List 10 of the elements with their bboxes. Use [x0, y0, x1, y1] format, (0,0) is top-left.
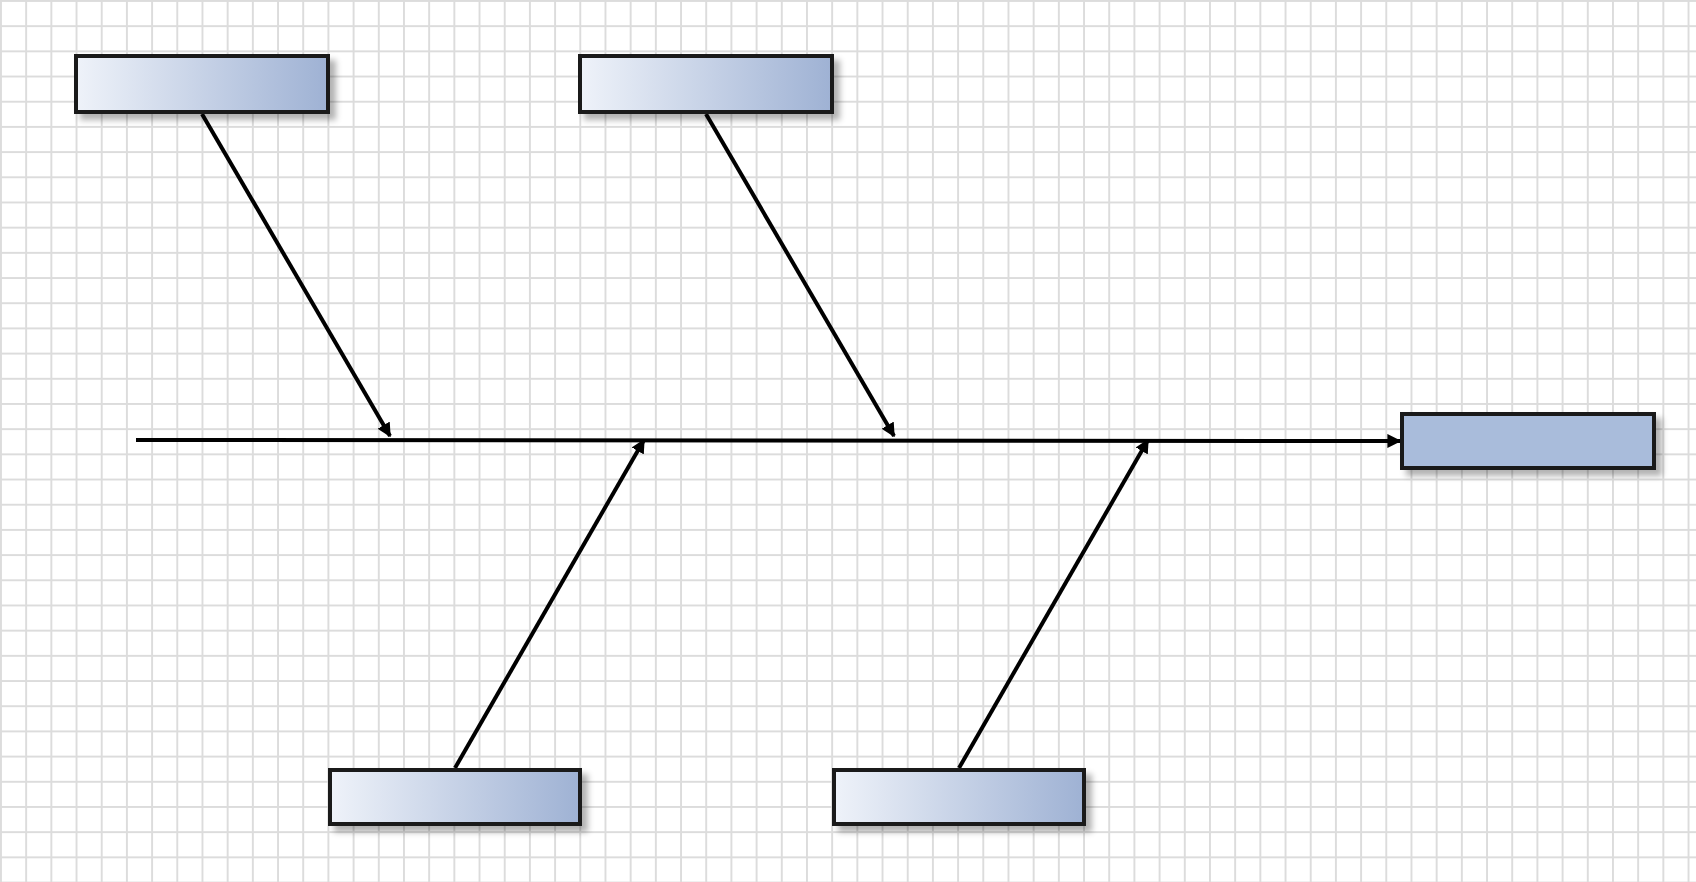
- cause-box: [328, 768, 582, 826]
- arrow: [957, 438, 1150, 769]
- spine-arrow: [136, 434, 1402, 448]
- cause-box: [578, 54, 834, 114]
- effect-box: [1400, 412, 1656, 470]
- arrow: [704, 113, 896, 438]
- arrow: [453, 438, 646, 769]
- cause-box: [74, 54, 330, 114]
- cause-box: [832, 768, 1086, 826]
- arrow: [200, 113, 392, 438]
